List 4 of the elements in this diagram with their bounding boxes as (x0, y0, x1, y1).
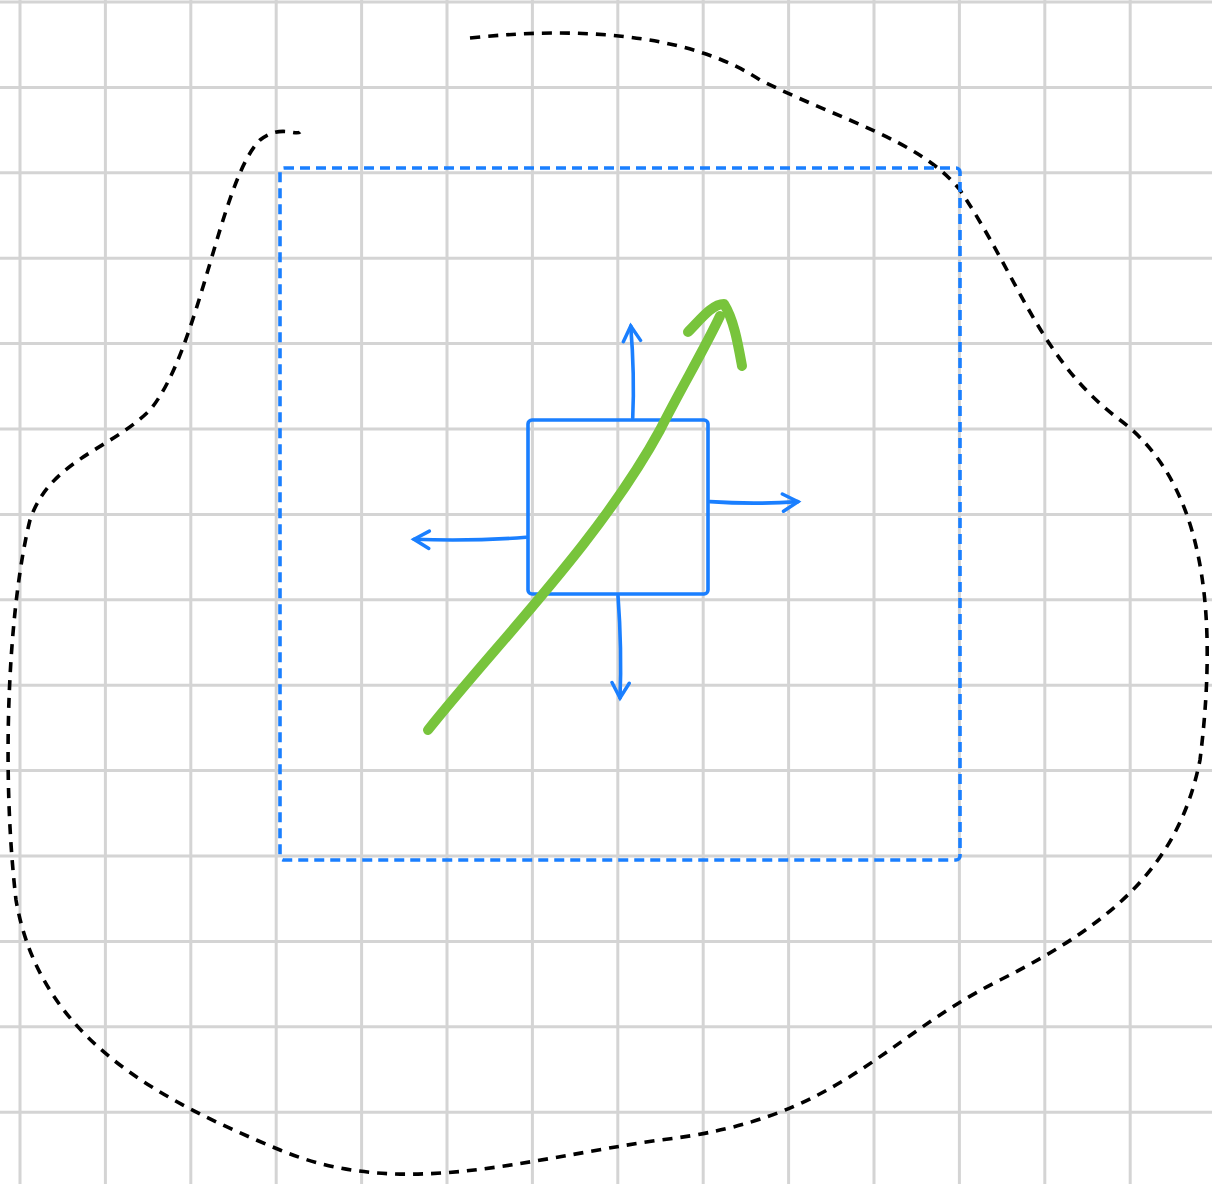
arrow (621, 324, 643, 420)
arrow (610, 594, 631, 700)
arrow (412, 529, 528, 551)
arrow (708, 492, 800, 513)
